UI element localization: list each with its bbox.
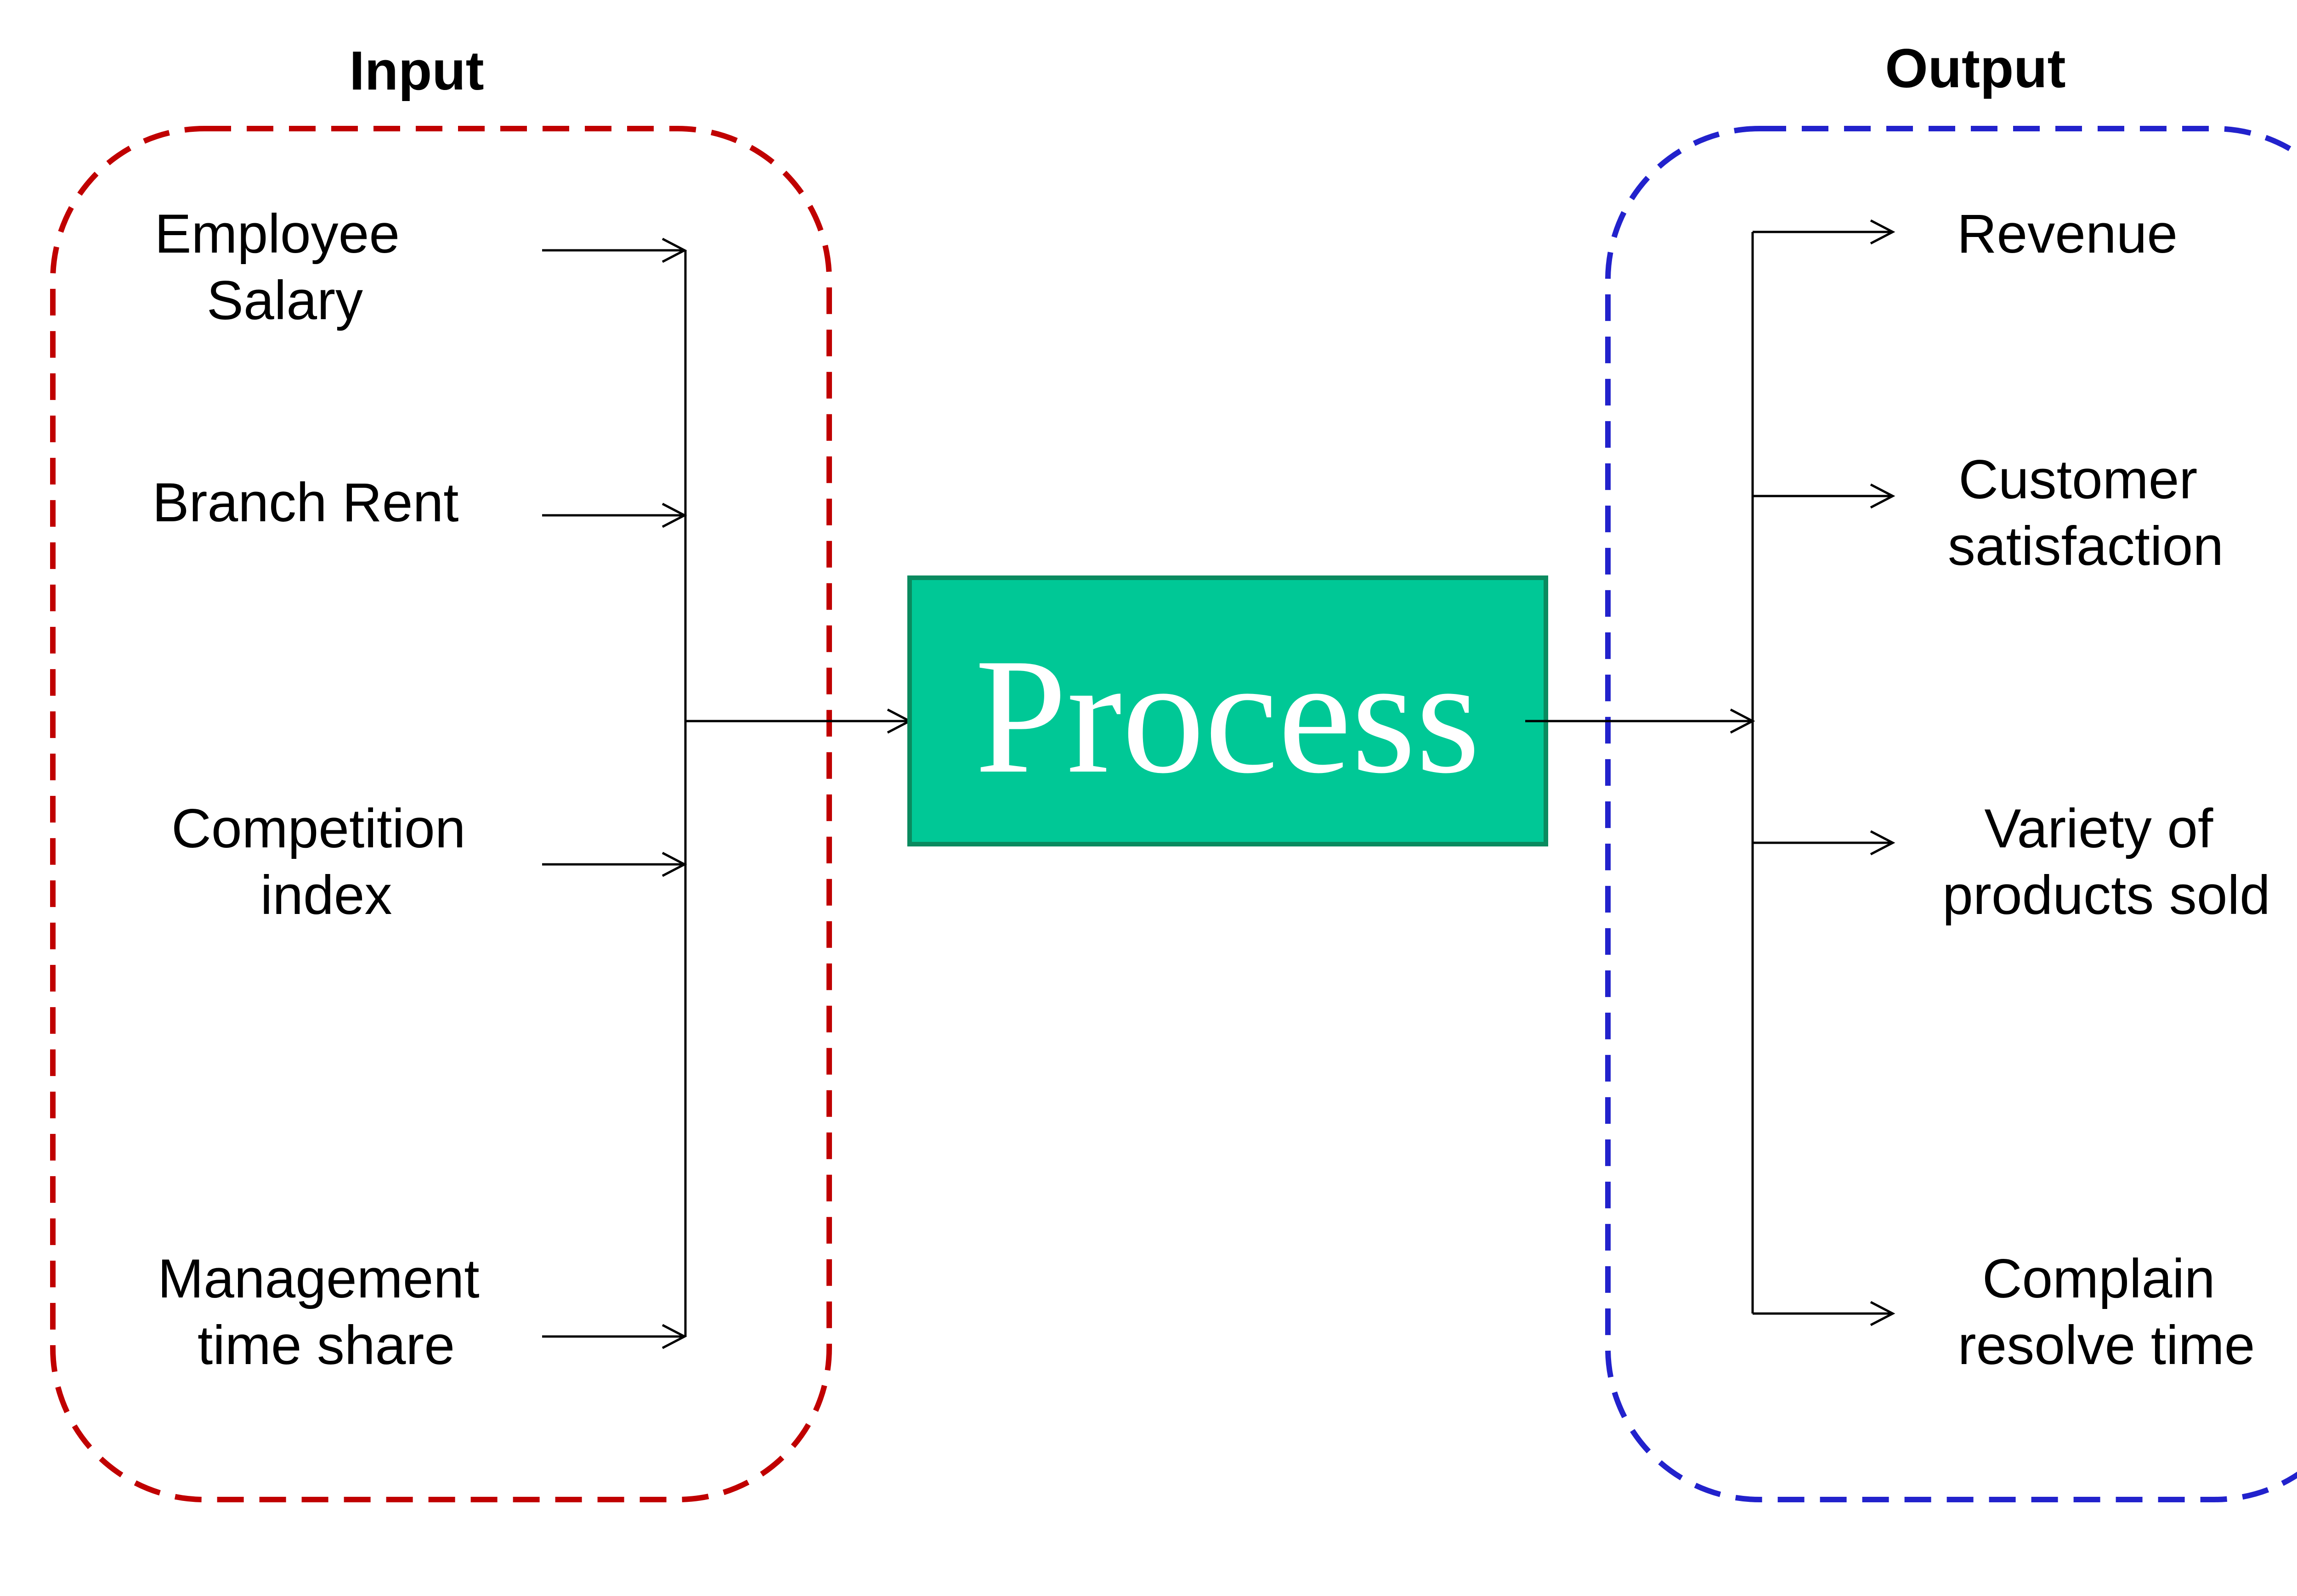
process-box <box>907 575 1548 846</box>
input-group-border <box>50 126 832 1502</box>
process-label: Process <box>975 624 1480 807</box>
input-label-branch-rent: Branch Rent <box>152 472 458 533</box>
input-connector-4 <box>542 1324 687 1349</box>
input-label-competition-index: Competition index <box>171 798 481 926</box>
output-connector-3 <box>1753 830 1895 856</box>
input-connector-1 <box>542 237 687 263</box>
input-connector-3 <box>542 852 687 877</box>
input-to-process-arrow <box>685 708 912 734</box>
output-connector-1 <box>1753 219 1895 245</box>
output-connector-4 <box>1753 1301 1895 1326</box>
output-label-complain-resolve-time: Complain resolve time <box>1958 1248 2255 1376</box>
input-label-employee-salary: Employee Salary <box>155 203 415 331</box>
output-connector-2 <box>1753 483 1895 509</box>
output-heading: Output <box>1885 38 2065 99</box>
input-label-management-time-share: Management time share <box>158 1248 495 1376</box>
input-connector-2 <box>542 502 687 528</box>
output-label-customer-satisfaction: Customer satisfaction <box>1948 449 2223 577</box>
output-label-revenue: Revenue <box>1957 203 2178 265</box>
output-label-variety-of-products-sold: Variety of products sold <box>1942 798 2270 926</box>
output-group-border <box>1605 126 2297 1502</box>
input-heading: Input <box>349 40 484 102</box>
process-to-output-arrow <box>1525 708 1755 734</box>
